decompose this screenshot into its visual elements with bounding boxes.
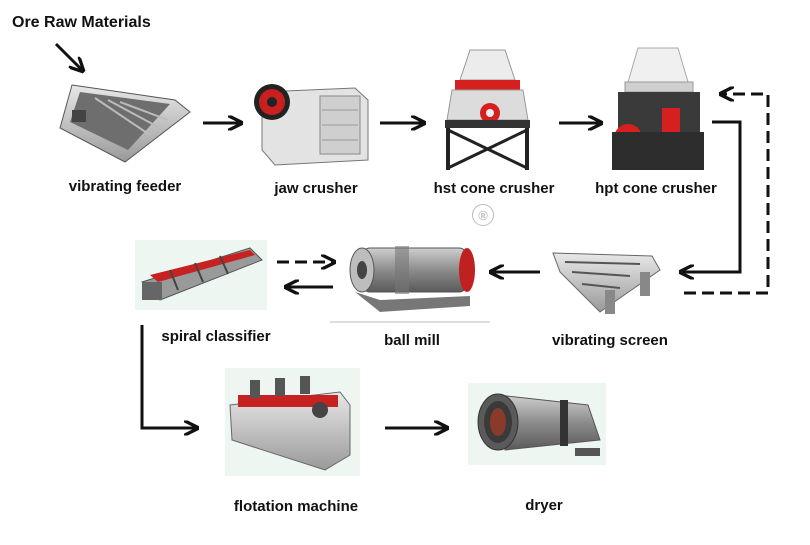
flotation-machine-icon	[225, 368, 360, 476]
vibrating-screen-icon	[552, 252, 661, 314]
node-label-dryer: dryer	[525, 497, 563, 514]
arrow-hpt-to-screen	[682, 120, 742, 272]
jaw-crusher-icon	[254, 84, 369, 166]
dryer-icon	[468, 383, 606, 465]
arrow-raw-to-feeder	[54, 42, 82, 70]
arrow-screen-to-hpt-dashed	[684, 94, 770, 295]
diagram-title: Ore Raw Materials	[12, 14, 151, 31]
flow-arrows	[54, 42, 770, 428]
ball-mill-icon	[330, 246, 490, 323]
spiral-classifier-icon	[135, 240, 267, 310]
node-label-ball-mill: ball mill	[384, 332, 440, 349]
vibrating-feeder-icon	[59, 84, 191, 163]
node-label-spiral-classifier: spiral classifier	[161, 328, 271, 345]
node-label-vibrating-screen: vibrating screen	[552, 332, 668, 349]
node-label-vibrating-feeder: vibrating feeder	[68, 178, 182, 195]
node-label-hpt-cone-crusher: hpt cone crusher	[595, 180, 717, 197]
node-label-hst-cone-crusher: hst cone crusher	[433, 180, 555, 197]
hpt-cone-crusher-icon	[612, 47, 704, 170]
arrow-classifier-to-flotation	[140, 325, 196, 428]
node-label-flotation-machine: flotation machine	[233, 498, 359, 515]
registered-mark: ®	[472, 204, 494, 226]
node-label-jaw-crusher: jaw crusher	[274, 180, 358, 197]
hst-cone-crusher-icon	[445, 49, 530, 170]
